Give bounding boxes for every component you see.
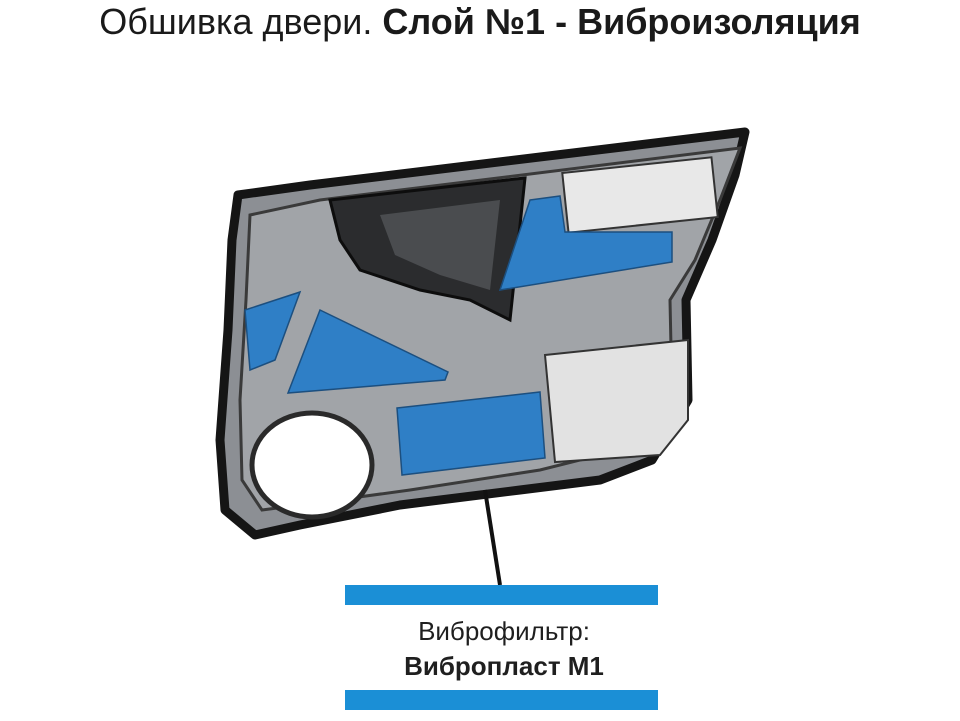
damping-panel-bottom — [396, 391, 546, 476]
pointer-line — [483, 489, 502, 586]
damping-panel-center — [286, 308, 449, 394]
legend-material: Вибропласт М1 — [404, 651, 604, 681]
damping-panel-top-right — [498, 195, 673, 291]
legend-bar-top — [345, 585, 658, 605]
storage-pocket — [543, 338, 689, 464]
title-plain: Обшивка двери. — [99, 1, 373, 42]
legend-bar-bottom — [345, 690, 658, 710]
title-bold: Слой №1 - Виброизоляция — [382, 1, 861, 42]
speaker-opening — [249, 410, 375, 520]
legend-label: Виброфильтр: — [418, 616, 590, 646]
handle-recess — [380, 200, 500, 290]
switch-block — [561, 156, 719, 234]
damping-panel-left — [244, 290, 302, 372]
page-title: Обшивка двери. Слой №1 - Виброизоляция — [0, 0, 960, 44]
